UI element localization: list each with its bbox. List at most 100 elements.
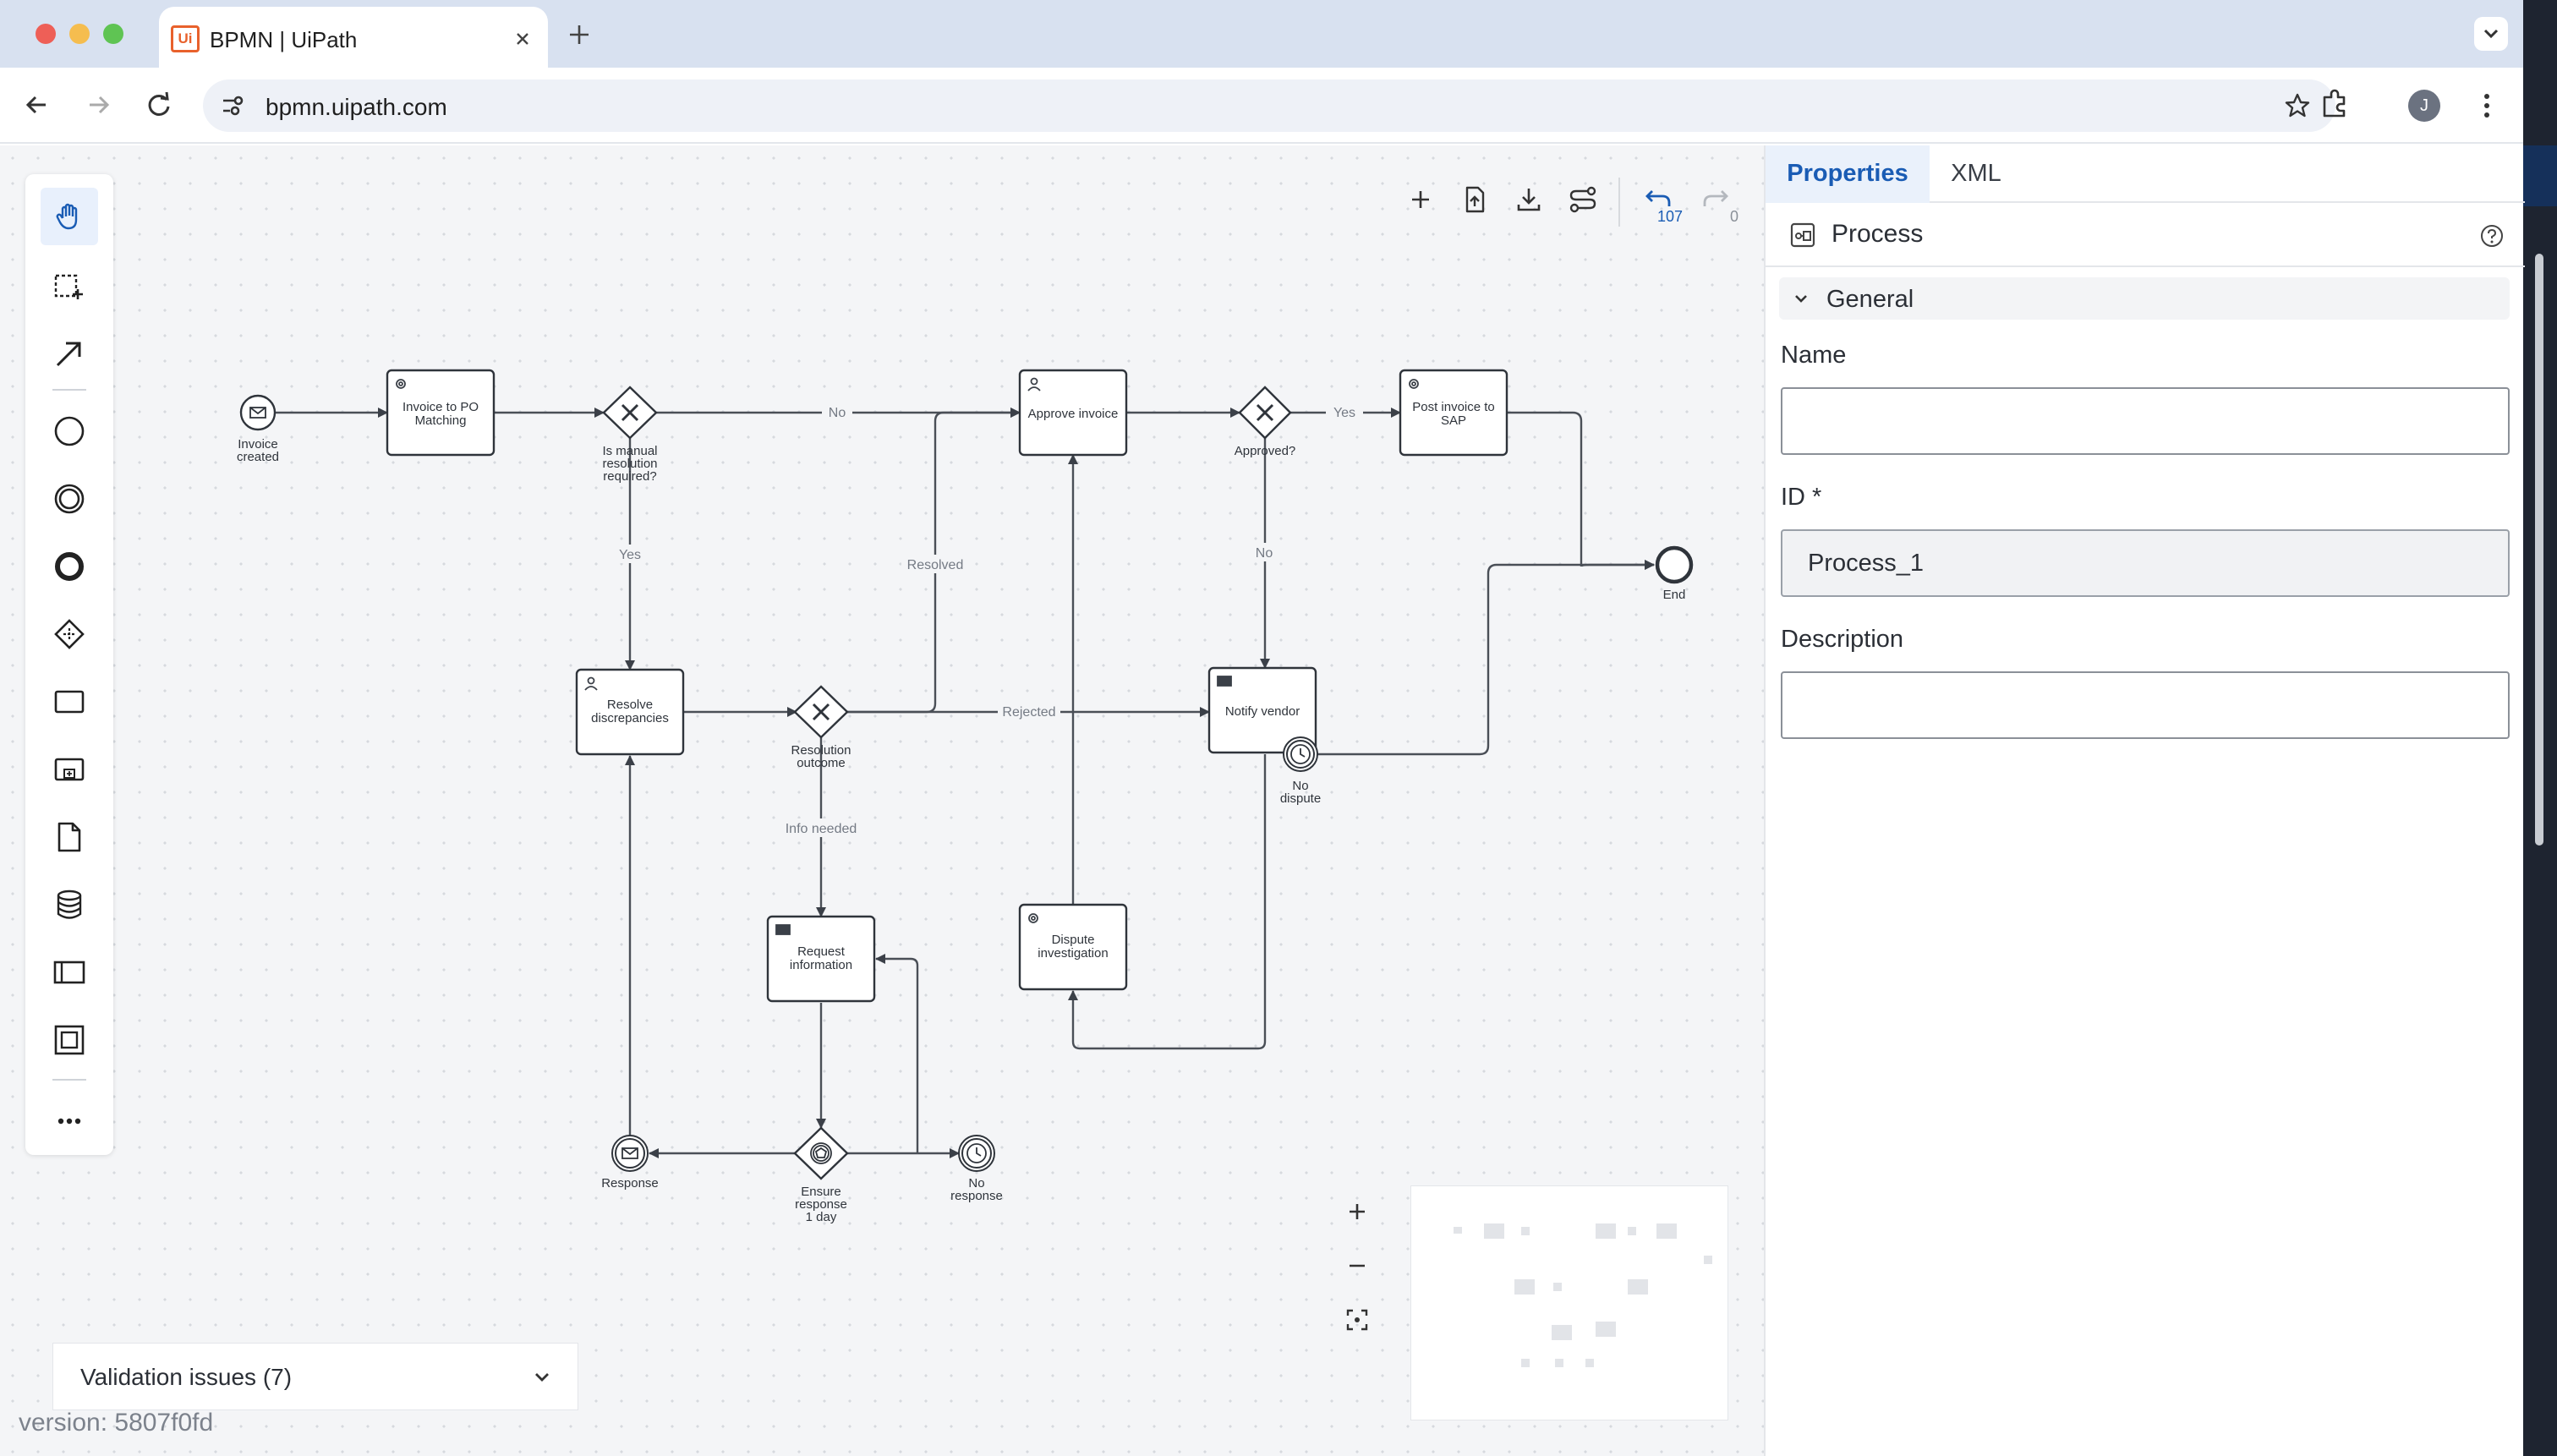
task-post-invoice-to-sap[interactable] <box>1399 369 1508 457</box>
flow-nodispute-to-end[interactable] <box>1316 560 1655 756</box>
event-based-gateway-ensure-response[interactable] <box>793 1126 849 1180</box>
connect-tool-button[interactable] <box>41 325 98 382</box>
edge-label-approved-no: No <box>1256 546 1273 561</box>
task-label-approve-invoice: Approve invoice <box>1028 407 1119 421</box>
minimap-node <box>1628 1279 1648 1295</box>
site-settings-icon[interactable] <box>218 92 245 119</box>
gateway-x-icon <box>621 403 639 422</box>
tab-title: BPMN | UiPath <box>210 27 358 52</box>
palette-separator <box>52 389 86 391</box>
tab-xml[interactable]: XML <box>1951 160 2001 187</box>
lasso-tool-button[interactable] <box>41 257 98 315</box>
create-subprocess-button[interactable] <box>41 741 98 798</box>
close-window-button[interactable] <box>36 24 56 44</box>
new-tab-icon[interactable] <box>565 20 594 49</box>
edge-label-info-needed: Info needed <box>786 822 857 836</box>
event-gateway-pentagon-icon <box>810 1142 832 1164</box>
validation-issues-panel[interactable]: Validation issues (7) <box>52 1343 578 1410</box>
task-approve-invoice[interactable] <box>1018 369 1128 457</box>
chevron-down-icon[interactable] <box>528 1364 556 1391</box>
label-approved: Approved? <box>1235 444 1296 458</box>
fit-to-screen-icon[interactable] <box>1339 1302 1375 1338</box>
flow-notify-to-dispute[interactable] <box>1068 754 1267 1050</box>
browser-tab-active[interactable]: Ui BPMN | UiPath <box>159 7 548 69</box>
name-field[interactable] <box>1781 387 2510 455</box>
edge-label-approved-yes: Yes <box>1333 406 1355 420</box>
tab-search-button[interactable] <box>2474 17 2508 51</box>
task-request-information[interactable] <box>766 915 876 1003</box>
minimize-window-button[interactable] <box>69 24 90 44</box>
bpmn-diagram[interactable]: No Yes Yes No Resolved Rejected Info nee… <box>0 145 1764 1456</box>
maximize-window-button[interactable] <box>103 24 123 44</box>
user-task-person-icon <box>584 676 598 691</box>
hand-tool-button[interactable] <box>41 188 98 245</box>
clock-icon <box>1290 744 1311 764</box>
create-data-store-button[interactable] <box>41 876 98 933</box>
url-text: bpmn.uipath.com <box>266 94 447 120</box>
zoom-controls <box>1336 1192 1378 1344</box>
create-gateway-button[interactable] <box>41 605 98 663</box>
pool-icon <box>53 961 85 984</box>
tab-properties[interactable]: Properties <box>1766 145 1930 203</box>
version-text: version: 5807f0fd <box>19 1409 214 1437</box>
add-icon[interactable] <box>1402 181 1439 218</box>
task-notify-vendor[interactable] <box>1207 666 1317 754</box>
more-tools-button[interactable] <box>41 1092 98 1150</box>
browser-menu-icon[interactable] <box>2469 88 2505 123</box>
end-event[interactable] <box>1655 545 1694 584</box>
bookmark-star-icon[interactable] <box>2283 91 2312 120</box>
flow-timer-loop[interactable] <box>875 954 919 1153</box>
forward-arrow-icon[interactable] <box>79 86 117 123</box>
close-tab-icon[interactable] <box>511 27 534 51</box>
task-resolve-discrepancies[interactable] <box>575 668 685 756</box>
address-bar[interactable]: bpmn.uipath.com <box>203 79 2335 132</box>
create-end-event-button[interactable] <box>41 538 98 595</box>
service-task-gear-icon <box>1028 913 1038 923</box>
task-dispute-investigation[interactable] <box>1018 903 1128 991</box>
minimap[interactable] <box>1410 1185 1728 1420</box>
minimap-node <box>1596 1223 1616 1239</box>
help-icon[interactable] <box>2479 223 2505 249</box>
edge-label-yes: Yes <box>619 548 641 562</box>
panel-scrollbar[interactable] <box>2535 254 2543 846</box>
task-label-notify-vendor: Notify vendor <box>1225 704 1300 719</box>
create-start-event-button[interactable] <box>41 402 98 460</box>
send-task-envelope-icon <box>1217 676 1232 687</box>
minimap-node <box>1552 1325 1572 1340</box>
minimap-node <box>1553 1283 1562 1291</box>
open-file-icon[interactable] <box>1456 181 1493 218</box>
id-field[interactable]: Process_1 <box>1781 529 2510 597</box>
group-general-header[interactable]: General <box>1779 277 2510 320</box>
start-event-icon <box>54 416 85 446</box>
create-group-button[interactable] <box>41 1011 98 1069</box>
window-edge-accent <box>2523 145 2557 206</box>
create-task-button[interactable] <box>41 673 98 731</box>
download-icon[interactable] <box>1510 181 1547 218</box>
auto-layout-icon[interactable] <box>1564 181 1602 218</box>
lasso-select-icon <box>54 274 83 299</box>
description-field[interactable] <box>1781 671 2510 739</box>
zoom-out-icon[interactable] <box>1339 1248 1375 1284</box>
back-arrow-icon[interactable] <box>19 86 56 123</box>
undo-count: 107 <box>1657 208 1684 225</box>
flow-post-to-end[interactable] <box>1507 411 1655 570</box>
extensions-icon[interactable] <box>2317 86 2352 122</box>
zoom-in-icon[interactable] <box>1339 1194 1375 1229</box>
gateway-x-icon <box>812 703 830 721</box>
create-intermediate-event-button[interactable] <box>41 470 98 528</box>
redo-icon[interactable] <box>1696 181 1733 218</box>
id-label: ID * <box>1781 484 1822 511</box>
create-data-object-button[interactable] <box>41 808 98 866</box>
task-invoice-to-po-matching[interactable] <box>386 369 496 457</box>
edge-label-rejected: Rejected <box>1002 705 1055 720</box>
canvas-toolbar: 107 0 <box>1395 178 1759 228</box>
undo-icon[interactable] <box>1640 181 1678 218</box>
group-icon <box>54 1025 85 1055</box>
create-pool-button[interactable] <box>41 944 98 1001</box>
profile-avatar[interactable]: J <box>2408 90 2440 122</box>
reload-icon[interactable] <box>140 86 178 123</box>
description-label: Description <box>1781 626 1904 653</box>
